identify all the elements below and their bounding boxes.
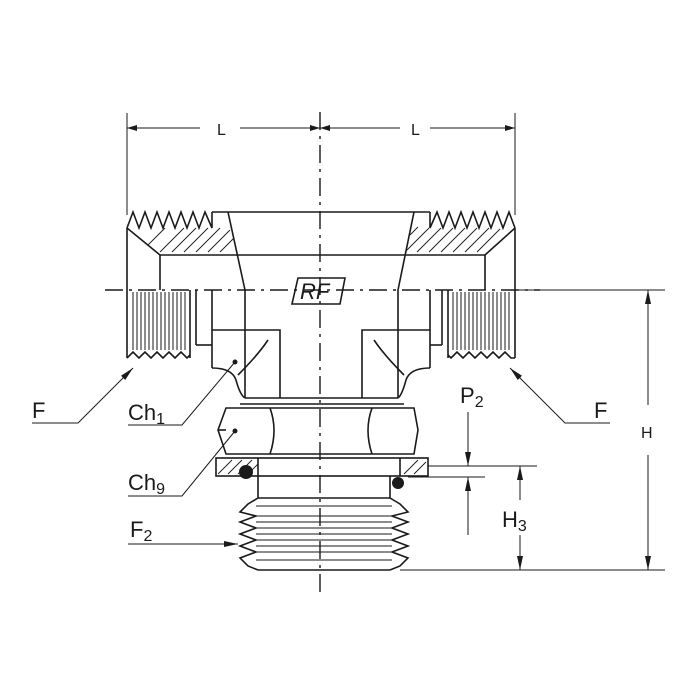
label-L-left: L bbox=[217, 122, 226, 139]
label-H3-sub: 3 bbox=[518, 518, 527, 535]
label-H: H bbox=[641, 425, 653, 442]
dimension-H bbox=[400, 289, 665, 571]
seal-washer bbox=[215, 457, 429, 489]
hex-nut bbox=[217, 407, 419, 455]
label-F2-sub: 2 bbox=[143, 528, 152, 545]
label-H3-main: H bbox=[502, 507, 518, 532]
centerlines bbox=[105, 112, 540, 592]
logo-text: RF bbox=[300, 279, 331, 304]
label-P2-sub: 2 bbox=[475, 394, 484, 411]
label-Ch1: Ch1 bbox=[128, 400, 165, 428]
dimension-L bbox=[126, 113, 516, 215]
leader-Ch1 bbox=[128, 359, 238, 426]
label-Ch1-sub: 1 bbox=[156, 411, 165, 428]
label-P2-main: P bbox=[460, 383, 475, 408]
rf-logo: RF bbox=[290, 277, 346, 305]
label-F-right: F bbox=[594, 398, 607, 423]
label-F-left: F bbox=[32, 398, 45, 423]
label-F2: F2 bbox=[130, 517, 152, 545]
label-L-right: L bbox=[411, 122, 420, 139]
dimension-P2-H3 bbox=[408, 412, 537, 570]
label-P2: P2 bbox=[460, 383, 484, 411]
left-port bbox=[126, 290, 213, 368]
label-Ch1-main: Ch bbox=[128, 400, 156, 425]
bottom-thread bbox=[237, 476, 411, 571]
leader-F-right bbox=[509, 367, 610, 424]
label-Ch9: Ch9 bbox=[128, 470, 165, 498]
label-F2-main: F bbox=[130, 517, 143, 542]
leader-Ch9 bbox=[128, 428, 238, 497]
right-port bbox=[429, 290, 516, 368]
label-Ch9-sub: 9 bbox=[156, 481, 165, 498]
leader-F-left bbox=[32, 367, 134, 424]
tee-body bbox=[126, 209, 516, 291]
lower-body bbox=[211, 290, 431, 405]
label-H3: H3 bbox=[502, 507, 527, 535]
label-Ch9-main: Ch bbox=[128, 470, 156, 495]
